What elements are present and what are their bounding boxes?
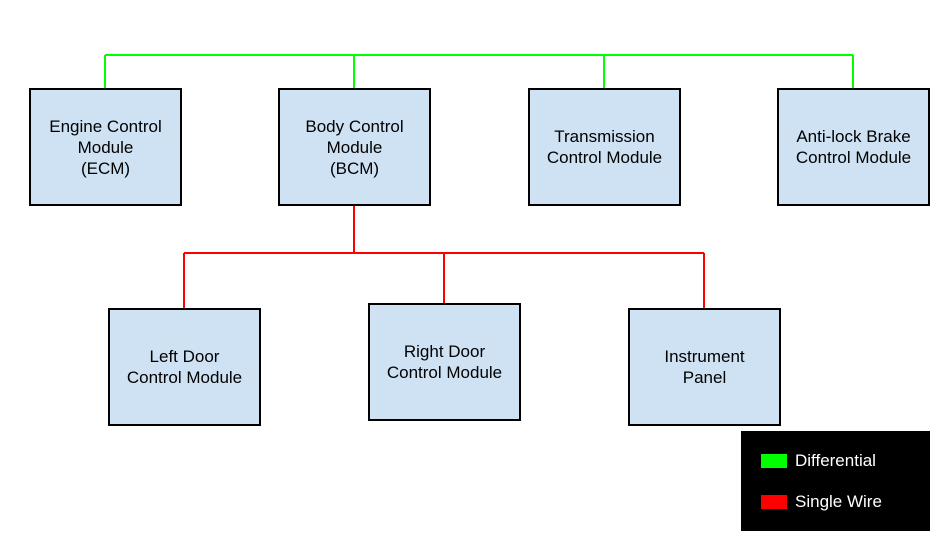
legend-single-wire-label: Single Wire bbox=[795, 492, 882, 511]
body-control-module-label: Body Control Module (BCM) bbox=[305, 116, 404, 178]
transmission-control-module-label: Transmission Control Module bbox=[546, 127, 663, 167]
left-door-control-module-label: Left Door Control Module bbox=[126, 347, 243, 387]
anti-lock-brake-control-module-label: Anti-lock Brake Control Module bbox=[795, 127, 912, 167]
instrument-panel-box: Instrument Panel bbox=[628, 308, 781, 426]
right-door-control-module-label: Right Door Control Module bbox=[386, 342, 503, 382]
right-door-control-module-box: Right Door Control Module bbox=[368, 303, 521, 421]
differential-bus bbox=[104, 54, 854, 88]
legend-differential-label: Differential bbox=[795, 451, 876, 470]
legend-item-single-wire: Single Wire bbox=[761, 492, 882, 512]
instrument-panel-label: Instrument Panel bbox=[664, 347, 745, 387]
body-control-module-box: Body Control Module (BCM) bbox=[278, 88, 431, 206]
anti-lock-brake-control-module-box: Anti-lock Brake Control Module bbox=[777, 88, 930, 206]
engine-control-module-box: Engine Control Module (ECM) bbox=[29, 88, 182, 206]
legend-item-differential: Differential bbox=[761, 451, 876, 471]
left-door-control-module-box: Left Door Control Module bbox=[108, 308, 261, 426]
single-wire-bus bbox=[183, 206, 705, 308]
single-wire-swatch bbox=[761, 495, 787, 509]
engine-control-module-label: Engine Control Module (ECM) bbox=[49, 116, 162, 178]
differential-swatch bbox=[761, 454, 787, 468]
transmission-control-module-box: Transmission Control Module bbox=[528, 88, 681, 206]
legend: Differential Single Wire bbox=[741, 431, 930, 531]
